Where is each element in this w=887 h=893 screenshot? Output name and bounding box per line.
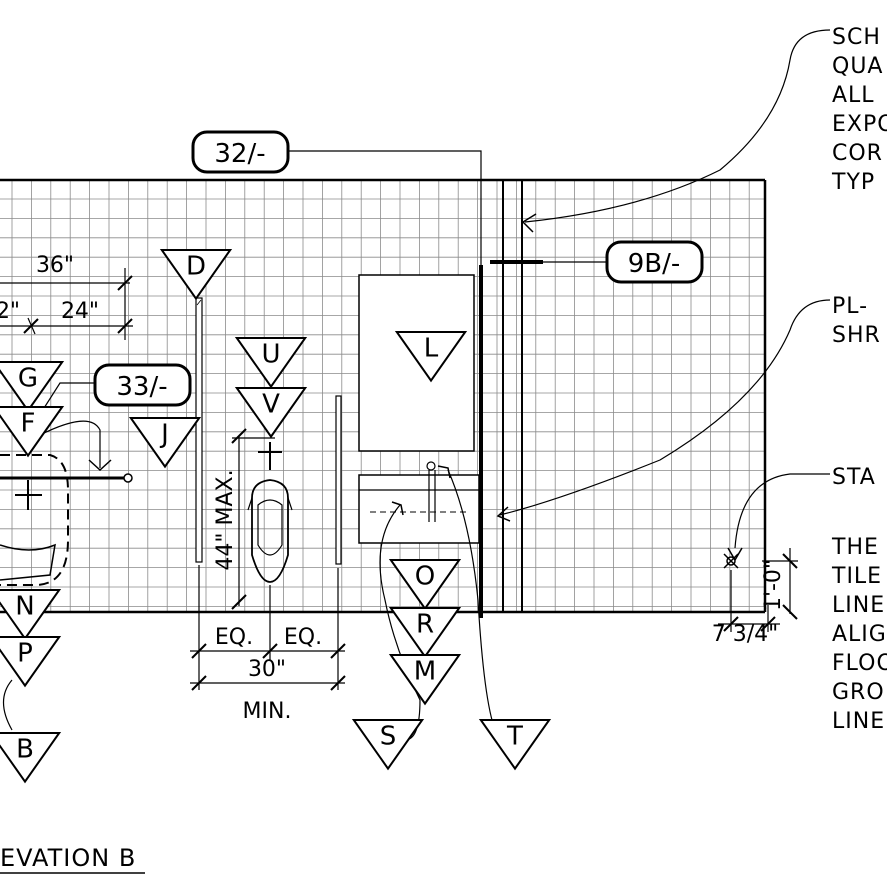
- note-the-line-4: FLOO: [832, 651, 887, 676]
- marker-p-label: P: [17, 638, 33, 668]
- note-the-line-5: GRO: [832, 680, 885, 705]
- marker-b-label: B: [16, 734, 34, 764]
- note-the-line-3: ALIG: [832, 622, 887, 647]
- dim-eq-1: EQ.: [215, 625, 253, 650]
- dim-24: 24": [61, 299, 99, 324]
- note-the-line-0: THE: [831, 535, 879, 560]
- marker-n-label: N: [15, 591, 34, 621]
- urinal: [247, 442, 293, 583]
- callout-32: 32/-: [191, 130, 290, 174]
- marker-m: M: [388, 654, 462, 706]
- marker-j: J: [128, 417, 202, 469]
- marker-m-label: M: [414, 656, 436, 686]
- marker-g-label: G: [18, 363, 38, 393]
- mirror: [358, 274, 475, 452]
- dim-1-0: 1'-0": [761, 559, 786, 611]
- marker-o-label: O: [415, 561, 435, 591]
- marker-f: F: [0, 406, 65, 458]
- marker-s: S: [351, 719, 425, 771]
- marker-d-label: D: [186, 251, 206, 281]
- marker-b: B: [0, 732, 62, 784]
- dimension-lines: [0, 268, 798, 691]
- note-sta-line-0: STA: [832, 465, 876, 490]
- fixture-markers: D GF J UV L NP B ORM S T: [0, 249, 552, 784]
- marker-l: L: [394, 331, 468, 383]
- accessible-lavatory: [0, 454, 69, 586]
- note-sch-line-0: SCH: [832, 25, 881, 50]
- elevation-title: EVATION B: [0, 844, 136, 872]
- dim-30: 30": [248, 657, 286, 682]
- dim-min: MIN.: [243, 699, 292, 724]
- marker-u-label: U: [261, 339, 280, 369]
- dim-eq-2: EQ.: [284, 625, 322, 650]
- lavatory: [358, 461, 480, 544]
- marker-r: R: [388, 607, 462, 659]
- stand-point-marker: [723, 553, 739, 569]
- note-pl-line-1: SHR: [832, 323, 881, 348]
- dim-44-max: 44" MAX.: [213, 469, 238, 570]
- marker-v-label: V: [262, 389, 280, 419]
- partitions: [195, 297, 342, 565]
- marker-v: V: [234, 387, 308, 439]
- dim-7-3-4: 7 3/4": [712, 622, 779, 647]
- corner-lines: [479, 180, 543, 618]
- callout-33-text: 33/-: [116, 372, 167, 402]
- marker-s-label: S: [380, 721, 397, 751]
- note-sch-line-2: ALL: [832, 83, 875, 108]
- marker-d: D: [159, 249, 233, 301]
- callout-32-text: 32/-: [214, 139, 265, 169]
- wall-outline: [0, 178, 767, 614]
- marker-u: U: [234, 337, 308, 389]
- callout-33: 33/-: [93, 363, 192, 407]
- dim-36: 36": [36, 253, 74, 278]
- marker-j-label: J: [159, 419, 169, 449]
- marker-t: T: [478, 719, 552, 771]
- note-sch-line-3: EXPO: [832, 112, 887, 137]
- callout-9b: 9B/-: [605, 240, 704, 284]
- marker-l-label: L: [424, 333, 439, 363]
- general-notes: SCH QUA ALL EXPO COR TYP PL- SHR STA THE TILE LINE A…: [831, 25, 887, 734]
- note-sch-line-5: TYP: [831, 170, 875, 195]
- grab-bar: [0, 473, 133, 483]
- marker-p: P: [0, 636, 62, 688]
- marker-o: O: [388, 559, 462, 611]
- note-pl-line-0: PL-: [832, 294, 868, 319]
- arrow-heads: [88, 213, 743, 562]
- note-sch-line-4: COR: [832, 141, 883, 166]
- marker-f-label: F: [21, 408, 36, 438]
- marker-g: G: [0, 361, 65, 413]
- callout-9b-text: 9B/-: [628, 249, 681, 279]
- dim-2: 2": [0, 299, 20, 324]
- marker-t-label: T: [506, 721, 523, 751]
- note-the-line-6: LINE: [832, 709, 885, 734]
- note-the-line-2: LINE: [832, 593, 885, 618]
- note-the-line-1: TILE: [831, 564, 882, 589]
- marker-n: N: [0, 589, 62, 641]
- note-sch-line-1: QUA: [832, 54, 883, 79]
- marker-r-label: R: [416, 609, 434, 639]
